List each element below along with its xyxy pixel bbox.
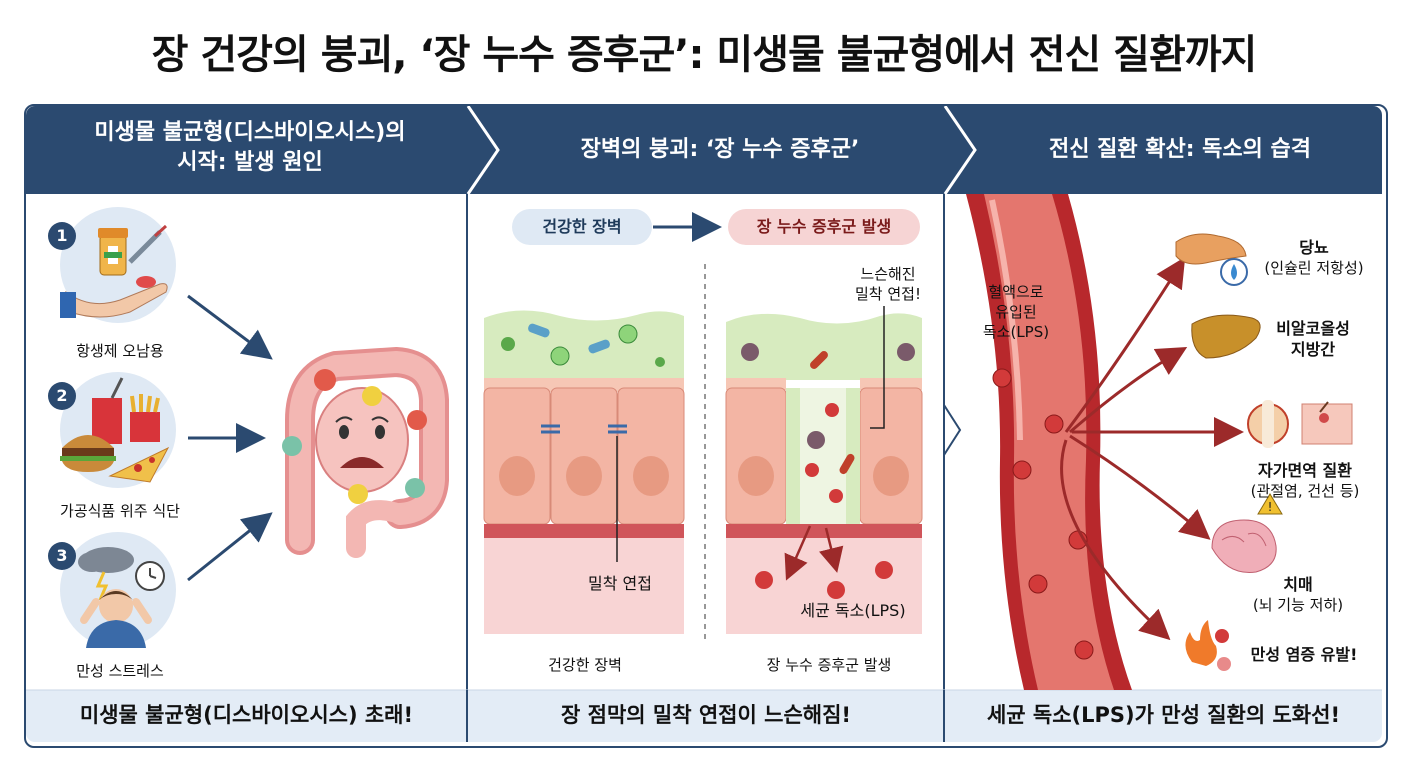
healthy-wall-pill: 건강한 장벽 [512, 209, 652, 245]
panel3-title: 전신 질환 확산: 독소의 습격 [1048, 137, 1312, 162]
liver-icon [1191, 314, 1261, 359]
junk-food-icon [60, 377, 170, 483]
vessel-line2: 유입된 [995, 303, 1037, 321]
cause1-number: 1 [48, 222, 76, 250]
stress-icon [78, 547, 165, 648]
inflammation-icon [1185, 620, 1231, 671]
leaky-wall-diagram [725, 306, 923, 634]
pancreas-icon [1175, 233, 1248, 286]
disease-autoimmune-detail: (관절염, 건선 등) [1250, 482, 1360, 500]
healthy-wall-diagram [483, 310, 685, 634]
disease-fatty-liver-name: 비알코올성 [1276, 319, 1350, 338]
page-title: 장 건강의 붕괴, ‘장 누수 증후군’: 미생물 불균형에서 전신 질환까지 [151, 32, 1258, 78]
cause3-number: 3 [48, 542, 76, 570]
panel1-title-line2: 시작: 발생 원인 [177, 150, 323, 175]
vessel-line1: 혈액으로 [988, 283, 1044, 301]
disease-fatty-liver-detail: 지방간 [1290, 340, 1336, 359]
panel2-header-band [468, 106, 975, 194]
panel3-header-band [945, 106, 1382, 194]
leaky-wall-caption: 장 누수 증후군 발생 [766, 656, 892, 674]
loose-junction-line1: 느슨해진 [860, 265, 916, 283]
cause2-number: 2 [48, 382, 76, 410]
cause3-label: 만성 스트레스 [76, 662, 164, 680]
panel2-title: 장벽의 붕괴: ‘장 누수 증후군’ [580, 137, 860, 162]
disease-dementia-detail: (뇌 기능 저하) [1252, 596, 1344, 614]
panel1-title: 미생물 불균형(디스바이오시스)의 시작: 발생 원인 [40, 118, 460, 178]
disease-diabetes-detail: (인슐린 저항성) [1264, 259, 1364, 277]
disease-dementia-name: 치매 [1283, 575, 1313, 594]
loose-junction-line2: 밀착 연접! [855, 285, 921, 303]
brain-icon: ! [1211, 493, 1283, 573]
sad-intestine-icon [282, 346, 449, 558]
disease-dementia: 치매 (뇌 기능 저하) [1238, 574, 1358, 616]
cause2-label: 가공식품 위주 식단 [60, 502, 180, 520]
healthy-wall-caption: 건강한 장벽 [548, 656, 622, 674]
cause1-label: 항생제 오남용 [76, 342, 164, 360]
disease-diabetes-name: 당뇨 [1299, 238, 1329, 257]
panel1-footer: 미생물 불균형(디스바이오시스) 초래! [79, 703, 414, 727]
disease-inflammation: 만성 염증 유발! [1250, 645, 1358, 664]
panel2-footer: 장 점막의 밀착 연접이 느슨해짐! [561, 703, 851, 727]
panel1-title-line1: 미생물 불균형(디스바이오시스)의 [94, 120, 406, 145]
blood-vessel-icon [966, 194, 1132, 690]
panel1-header-band [26, 106, 498, 194]
vessel-toxin-label: 혈액으로 유입된 독소(LPS) [970, 282, 1062, 342]
joint-skin-icon [1247, 400, 1353, 448]
disease-autoimmune-name: 자가면역 질환 [1258, 461, 1352, 480]
toxin-label: 세균 독소(LPS) [800, 601, 906, 620]
medicine-hand-icon [60, 224, 168, 318]
tight-junction-label: 밀착 연접 [588, 574, 652, 593]
disease-diabetes: 당뇨 (인슐린 저항성) [1244, 237, 1384, 279]
panel3-footer: 세균 독소(LPS)가 만성 질환의 도화선! [986, 703, 1341, 727]
vessel-line3: 독소(LPS) [982, 323, 1050, 341]
disease-autoimmune: 자가면역 질환 (관절염, 건선 등) [1230, 460, 1380, 502]
leaky-gut-pill: 장 누수 증후군 발생 [728, 209, 920, 245]
disease-fatty-liver: 비알코올성 지방간 [1258, 318, 1368, 360]
svg-text:!: ! [1268, 500, 1273, 514]
loose-junction-label: 느슨해진 밀착 연접! [838, 264, 938, 304]
